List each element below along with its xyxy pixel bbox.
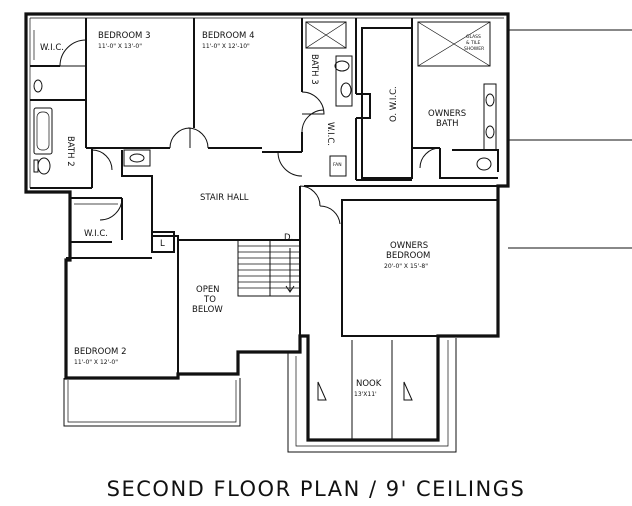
owners-wic-label: O. W.I.C. — [389, 86, 399, 122]
staircase — [237, 239, 301, 297]
bath3-label: BATH 3 — [309, 54, 319, 85]
glass-label-3: SHOWER — [464, 46, 484, 52]
room-labels: W.I.C. BEDROOM 3 11'-0" X 13'-0" BEDROOM… — [40, 31, 484, 398]
exterior-walls — [24, 12, 510, 442]
bedroom4-dim: 11'-0" X 12'-10" — [202, 43, 250, 50]
bedroom3-dim: 11'-0" X 13'-0" — [98, 43, 142, 50]
glass-label-1: GLASS — [466, 34, 481, 40]
exterior-roofs — [63, 29, 632, 453]
wic-small-label: W.I.C. — [325, 122, 335, 146]
linen-label: L — [160, 239, 165, 249]
bedroom3-label: BEDROOM 3 — [98, 31, 150, 41]
bath2-label: BATH 2 — [65, 136, 75, 167]
owners-bed-dim: 20'-0" X 15'-8" — [384, 263, 428, 270]
dryer-label: D. — [284, 233, 293, 243]
wic-lower-label: W.I.C. — [84, 229, 108, 239]
owners-bed-label-2: BEDROOM — [386, 251, 430, 261]
owners-bath-label-1: OWNERS — [428, 109, 466, 119]
bedroom4-label: BEDROOM 4 — [202, 31, 254, 41]
glass-label-2: & TILE — [466, 40, 481, 46]
nook-dim: 13'X11' — [354, 391, 377, 398]
plan-title: SECOND FLOOR PLAN / 9' CEILINGS — [107, 477, 526, 501]
open-label-3: BELOW — [192, 305, 223, 315]
nook-label: NOOK — [356, 379, 382, 389]
owners-bed-label-1: OWNERS — [390, 241, 428, 251]
open-label-2: TO — [203, 295, 216, 305]
wic-left-label: W.I.C. — [40, 43, 64, 53]
fixtures — [33, 30, 497, 205]
bedroom2-label: BEDROOM 2 — [74, 347, 126, 357]
fan-label: FAN — [333, 162, 342, 168]
owners-bath-label-2: BATH — [436, 119, 459, 129]
bedroom2-dim: 11'-0" X 12'-0" — [74, 359, 118, 366]
stair-hall-label: STAIR HALL — [200, 193, 249, 203]
interior-walls — [30, 18, 499, 374]
door-swings — [59, 39, 441, 225]
open-label-1: OPEN — [196, 285, 220, 295]
